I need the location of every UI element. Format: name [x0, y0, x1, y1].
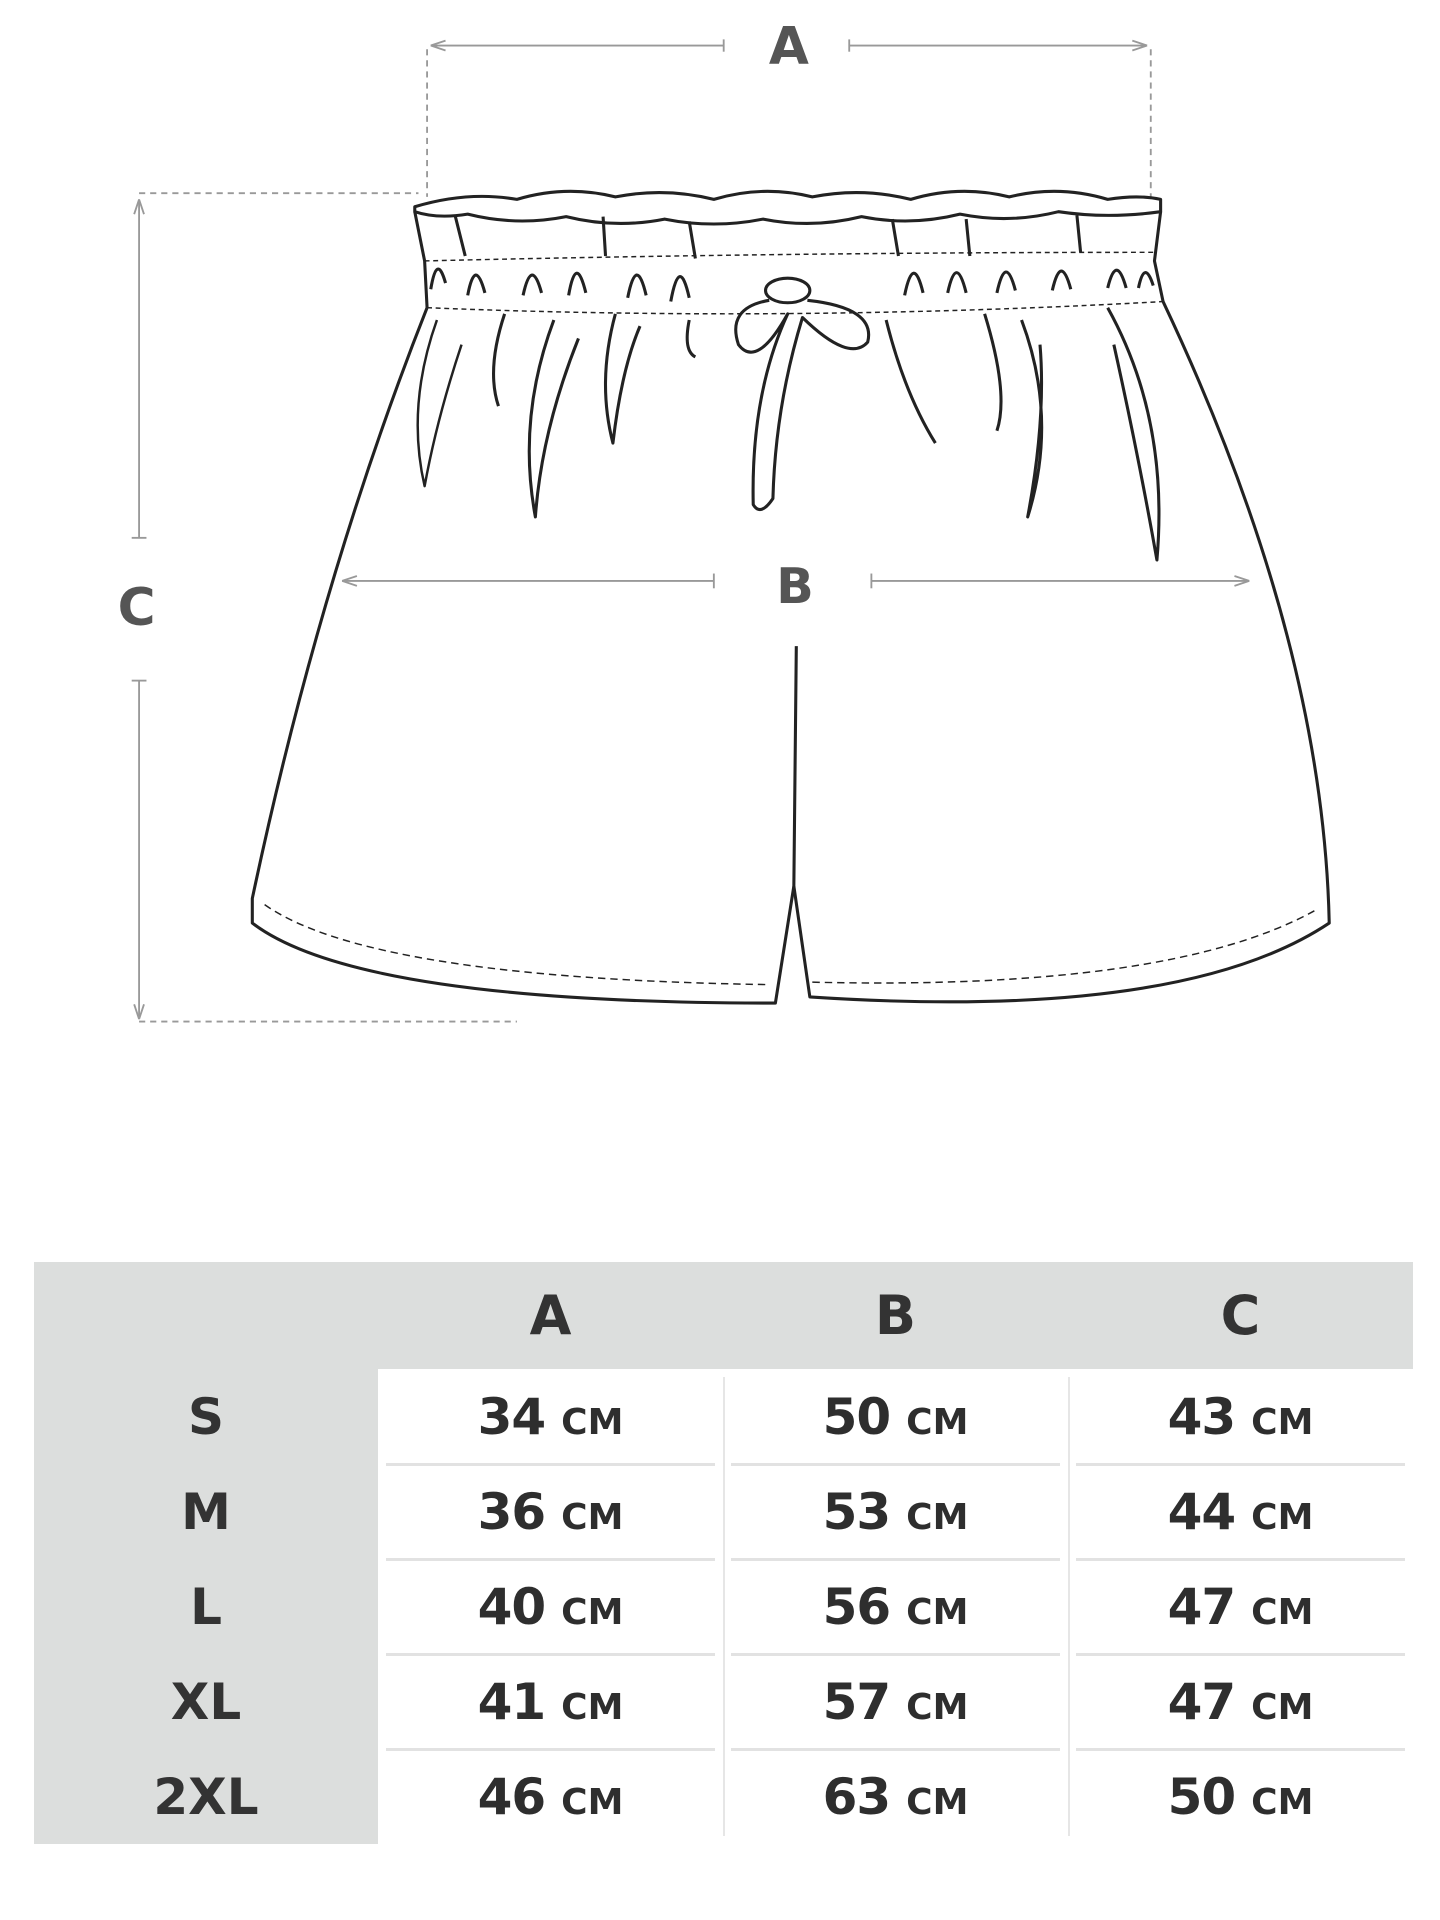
measurement-unit: CM — [561, 1781, 624, 1823]
column-divider — [723, 1377, 725, 1836]
size-label: 2XL — [153, 1767, 259, 1826]
row-divider — [1076, 1748, 1405, 1751]
measurement-unit: CM — [906, 1781, 969, 1823]
size-label: M — [181, 1482, 231, 1541]
size-label: L — [190, 1577, 222, 1636]
row-divider — [731, 1558, 1060, 1561]
measurement-value: 34 — [477, 1388, 547, 1446]
dimension-c — [131, 192, 517, 1023]
measurement-unit: CM — [1251, 1401, 1314, 1443]
measurement-value: 36 — [477, 1483, 547, 1541]
measurement-value: 50 — [1167, 1768, 1237, 1826]
measurement-unit: CM — [906, 1401, 969, 1443]
measurement-value: 44 — [1167, 1483, 1237, 1541]
column-header-b: B — [874, 1284, 917, 1347]
measurement-value: 57 — [822, 1673, 892, 1731]
measurement-unit: CM — [561, 1591, 624, 1633]
dimension-label-a: A — [769, 17, 809, 77]
table-body — [378, 1369, 1413, 1844]
measurement-unit: CM — [561, 1496, 624, 1538]
row-divider — [731, 1653, 1060, 1656]
table-cell: 40 CM — [378, 1563, 723, 1651]
measurement-unit: CM — [1251, 1686, 1314, 1728]
measurement-value: 40 — [477, 1578, 547, 1636]
table-cell: 50 CM — [723, 1373, 1068, 1461]
measurement-unit: CM — [1251, 1496, 1314, 1538]
table-cell: 47 CM — [1068, 1658, 1413, 1746]
row-divider — [386, 1653, 715, 1656]
dimension-a — [426, 39, 1152, 197]
table-cell: 44 CM — [1068, 1468, 1413, 1556]
row-divider — [386, 1748, 715, 1751]
table-cell: 34 CM — [378, 1373, 723, 1461]
size-label: XL — [170, 1672, 242, 1731]
column-divider — [1068, 1377, 1070, 1836]
measurement-unit: CM — [561, 1401, 624, 1443]
table-cell: 47 CM — [1068, 1563, 1413, 1651]
row-divider — [386, 1558, 715, 1561]
measurement-unit: CM — [1251, 1591, 1314, 1633]
table-cell: 41 CM — [378, 1658, 723, 1746]
table-cell: 57 CM — [723, 1658, 1068, 1746]
measurement-value: 47 — [1167, 1578, 1237, 1636]
dimension-b — [341, 573, 1250, 589]
row-divider — [1076, 1558, 1405, 1561]
size-label: S — [187, 1387, 224, 1446]
measurement-value: 56 — [822, 1578, 892, 1636]
measurement-value: 46 — [477, 1768, 547, 1826]
table-cell: 43 CM — [1068, 1373, 1413, 1461]
table-cell: 56 CM — [723, 1563, 1068, 1651]
column-header-a: A — [529, 1284, 572, 1347]
measurement-value: 41 — [477, 1673, 547, 1731]
table-cell: 46 CM — [378, 1753, 723, 1841]
row-divider — [731, 1748, 1060, 1751]
dimension-label-b: B — [776, 557, 814, 615]
measurement-unit: CM — [1251, 1781, 1314, 1823]
measurement-unit: CM — [906, 1686, 969, 1728]
measurement-value: 53 — [822, 1483, 892, 1541]
table-cell: 36 CM — [378, 1468, 723, 1556]
shorts-outline — [250, 189, 1331, 1005]
row-divider — [1076, 1463, 1405, 1466]
measurement-unit: CM — [561, 1686, 624, 1728]
column-header-c: C — [1220, 1284, 1261, 1347]
table-cell: 63 CM — [723, 1753, 1068, 1841]
table-cell: 53 CM — [723, 1468, 1068, 1556]
measurement-value: 47 — [1167, 1673, 1237, 1731]
measurement-unit: CM — [906, 1591, 969, 1633]
dimension-label-c: C — [118, 578, 156, 638]
measurement-value: 50 — [822, 1388, 892, 1446]
row-divider — [731, 1463, 1060, 1466]
table-cell: 50 CM — [1068, 1753, 1413, 1841]
measurement-value: 43 — [1167, 1388, 1237, 1446]
row-divider — [1076, 1653, 1405, 1656]
row-divider — [386, 1463, 715, 1466]
measurement-unit: CM — [906, 1496, 969, 1538]
measurement-value: 63 — [822, 1768, 892, 1826]
